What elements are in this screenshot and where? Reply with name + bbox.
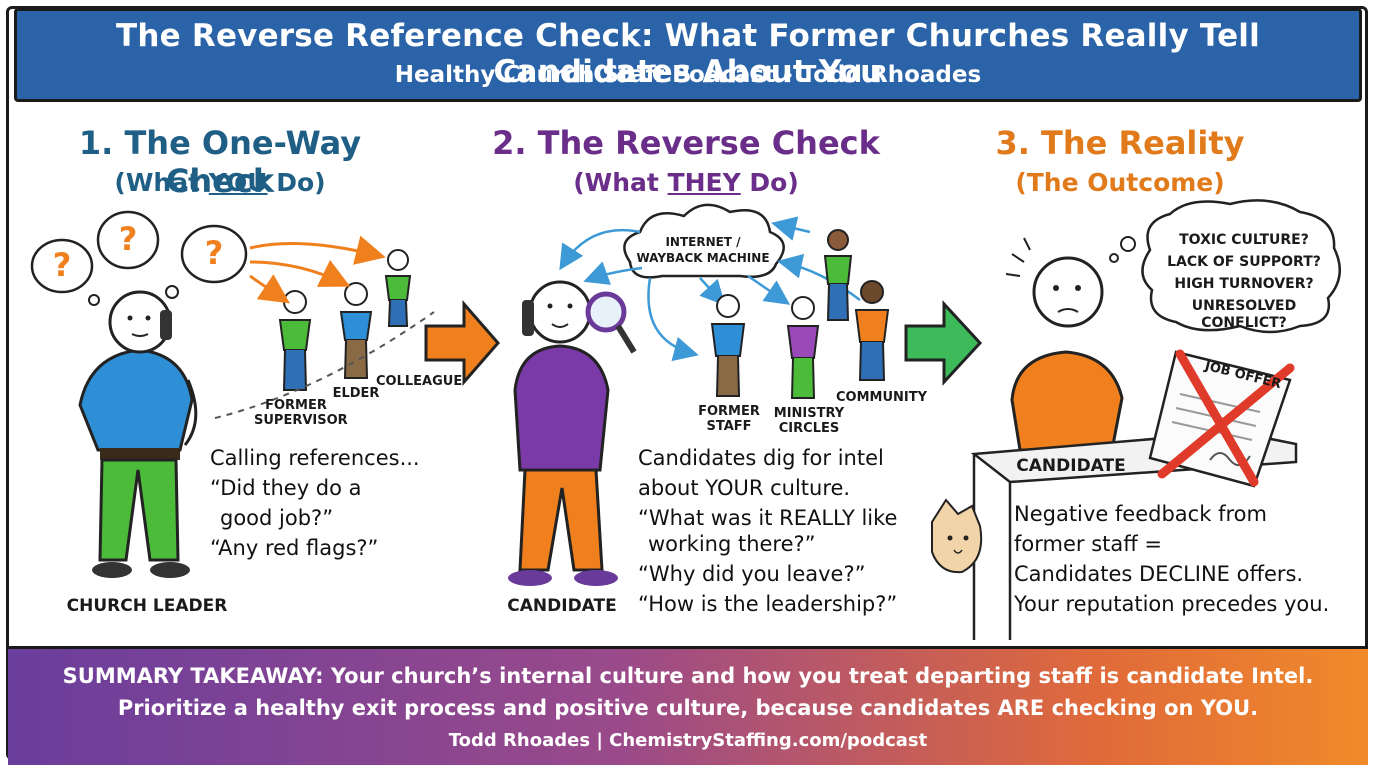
thought-bubbles-col1	[30, 210, 248, 311]
bystander-figure	[823, 229, 853, 321]
col3-text-line-2: former staff =	[1014, 532, 1162, 556]
col1-subheading-emphasis: YOU	[208, 168, 268, 197]
thought-item-4: UNRESOLVED CONFLICT?	[1191, 298, 1297, 331]
former-staff-label: FORMER STAFF	[698, 404, 760, 434]
question-mark-1: ?	[52, 246, 72, 284]
colleague-figure	[384, 249, 412, 327]
summary-footer	[8, 646, 1368, 765]
col2-text-line-5: “Why did you leave?”	[638, 562, 866, 586]
community-label: COMMUNITY	[836, 390, 928, 405]
col3-text-line-1: Negative feedback from	[1014, 502, 1267, 526]
red-cross-icon	[1157, 349, 1295, 487]
ministry-circles-label: MINISTRY CIRCLES	[773, 406, 845, 436]
green-flow-arrow	[904, 300, 983, 386]
community-figure	[854, 280, 890, 381]
col3-heading: 3. The Reality	[995, 124, 1245, 162]
col3-subheading: (The Outcome)	[1015, 168, 1225, 197]
candidate-label-col2: CANDIDATE	[507, 596, 617, 616]
candidate-figure-col3	[1005, 237, 1124, 452]
col2-text-line-4: working there?”	[648, 532, 816, 556]
worry-thought-bubble	[1109, 199, 1341, 334]
candidate-label-col3: CANDIDATE	[1016, 456, 1126, 476]
summary-line-2: Prioritize a healthy exit process and po…	[117, 696, 1259, 720]
candidate-figure-col2	[508, 280, 637, 586]
col2-subheading-emphasis: THEY	[667, 168, 741, 197]
elder-label: ELDER	[332, 386, 380, 401]
title-banner	[14, 8, 1362, 102]
ministry-circles-figure	[786, 296, 820, 399]
col1-subheading: (What YOU Do)	[114, 168, 326, 197]
church-leader-figure	[78, 290, 198, 578]
thought-item-1: TOXIC CULTURE?	[1179, 232, 1309, 248]
orange-flow-arrow	[424, 299, 500, 387]
col1-text-line-2: “Did they do a	[210, 476, 362, 500]
col2-subheading: (What THEY Do)	[573, 168, 799, 197]
col1-heading: 1. The One-Way Check	[78, 124, 362, 200]
col2-text-line-2: about YOUR culture.	[638, 476, 851, 500]
thought-item-2: LACK OF SUPPORT?	[1167, 254, 1321, 270]
reference-arrow-1	[249, 235, 386, 265]
former-staff-figure	[710, 294, 746, 397]
church-leader-label: CHURCH LEADER	[66, 596, 228, 616]
colleague-label: COLLEAGUE	[376, 374, 463, 389]
summary-credit: Todd Rhoades | ChemistryStaffing.com/pod…	[448, 730, 928, 751]
col1-text-line-1: Calling references...	[210, 446, 420, 470]
question-mark-2: ?	[118, 220, 138, 258]
cloud-label: INTERNET / WAYBACK MACHINE	[636, 235, 770, 265]
cat-peeking	[931, 498, 983, 574]
col2-heading: 2. The Reverse Check	[492, 124, 880, 162]
col2-text-line-6: “How is the leadership?”	[638, 592, 898, 616]
reference-arrow-3	[249, 274, 290, 304]
reference-arrow-2	[249, 259, 351, 287]
col2-text-line-3: “What was it REALLY like	[638, 506, 898, 530]
page-frame	[6, 6, 1368, 760]
summary-line-1: SUMMARY TAKEAWAY: Your church’s internal…	[62, 664, 1314, 688]
question-mark-3: ?	[204, 234, 224, 272]
page-subtitle: Healthy Church Staff Podcast - Todd Rhoa…	[394, 62, 982, 88]
col2-text-line-1: Candidates dig for intel	[638, 446, 884, 470]
former-supervisor-figure	[278, 290, 312, 391]
col1-text-line-4: “Any red flags?”	[210, 536, 379, 560]
thought-item-3: HIGH TURNOVER?	[1174, 276, 1314, 292]
col3-text-line-4: Your reputation precedes you.	[1014, 592, 1330, 616]
col3-text-line-3: Candidates DECLINE offers.	[1014, 562, 1304, 586]
cloud-shape	[623, 203, 785, 279]
page-title: The Reverse Reference Check: What Former…	[116, 18, 1260, 90]
former-supervisor-label: FORMER SUPERVISOR	[254, 398, 348, 428]
elder-figure	[339, 282, 373, 379]
col1-text-line-3: good job?”	[220, 506, 334, 530]
